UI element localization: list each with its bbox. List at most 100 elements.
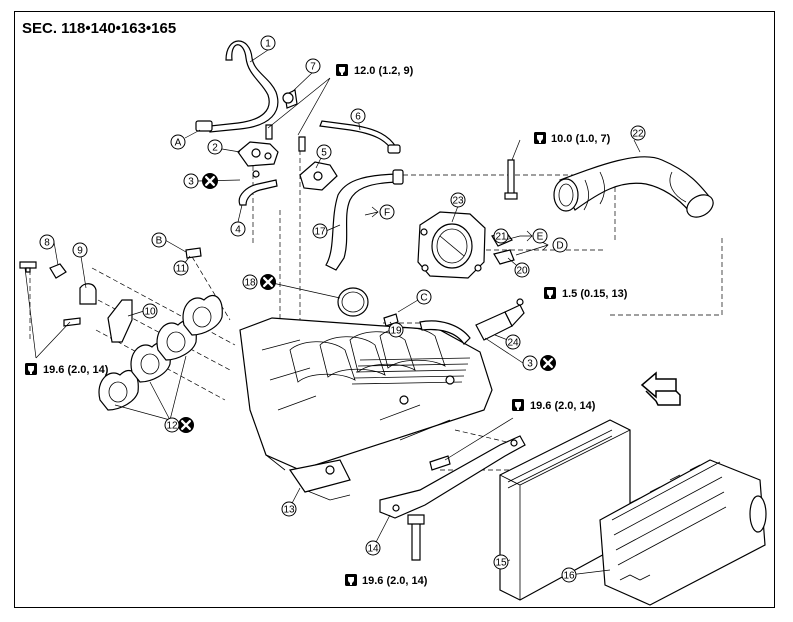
air-filter-15 (499, 419, 631, 601)
torque-spec-6: 19.6 (2.0, 14) (345, 574, 428, 587)
torque-value: 10.0 (1.0, 7) (551, 133, 611, 145)
callout-8: 8 (39, 234, 55, 250)
hose-17 (325, 169, 404, 271)
svg-text:15: 15 (495, 558, 507, 569)
hose-c-connection (419, 320, 471, 345)
svg-text:6: 6 (355, 112, 361, 123)
hose-4 (238, 170, 278, 206)
torque-spec-5: 19.6 (2.0, 14) (512, 399, 596, 412)
letter-b: B (151, 232, 167, 248)
svg-text:8: 8 (44, 238, 50, 249)
torque-value: 19.6 (2.0, 14) (362, 575, 428, 587)
letter-d: D (552, 237, 568, 253)
svg-text:5: 5 (321, 148, 327, 159)
callout-1: 1 (260, 35, 276, 51)
callout-18: 18 (242, 274, 258, 290)
callout-4: 4 (230, 221, 246, 237)
callout-17: 17 (312, 223, 328, 239)
letter-e: E (532, 228, 548, 244)
bolts-8-9-10 (19, 261, 133, 343)
throttle-body-23 (417, 211, 486, 279)
torque-value: 19.6 (2.0, 14) (43, 364, 109, 376)
callout-2: 2 (207, 139, 223, 155)
throttle-bolt (504, 159, 518, 200)
letter-f: F (379, 204, 395, 220)
bolt-11 (185, 247, 202, 259)
callout-23: 23 (450, 192, 466, 208)
hose-clamp-18 (337, 287, 369, 317)
callout-12: 12 (164, 417, 180, 433)
gaskets-12 (98, 295, 223, 411)
callout-22: 22 (630, 125, 646, 141)
hose-1 (195, 40, 279, 133)
torque-value: 19.6 (2.0, 14) (530, 400, 596, 412)
do-not-reuse-icon (176, 415, 196, 435)
svg-text:12: 12 (166, 421, 178, 432)
callout-11: 11 (173, 260, 189, 276)
torque-spec-4: 19.6 (2.0, 14) (25, 363, 109, 376)
svg-text:19: 19 (390, 326, 402, 337)
callout-19: 19 (388, 322, 404, 338)
intake-manifold (239, 317, 493, 501)
callout-3a: 3 (183, 173, 199, 189)
bracket-5 (299, 161, 338, 191)
letter-a: A (170, 134, 186, 150)
callout-7: 7 (305, 58, 321, 74)
do-not-reuse-icon (258, 272, 278, 292)
svg-text:F: F (384, 208, 390, 219)
callout-24: 24 (505, 334, 521, 350)
air-cleaner-case-16 (599, 459, 767, 606)
svg-text:7: 7 (310, 62, 316, 73)
svg-text:1: 1 (265, 39, 271, 50)
diagram-frame (14, 11, 775, 608)
svg-text:D: D (556, 241, 563, 252)
svg-text:14: 14 (367, 544, 379, 555)
do-not-reuse-icon (538, 353, 558, 373)
svg-text:20: 20 (516, 266, 528, 277)
svg-text:2: 2 (212, 143, 218, 154)
svg-text:17: 17 (314, 227, 326, 238)
torque-spec-1: 12.0 (1.2, 9) (336, 64, 414, 77)
callout-9: 9 (72, 242, 88, 258)
svg-text:13: 13 (283, 505, 295, 516)
svg-text:4: 4 (235, 225, 241, 236)
vacuum-bracket-2 (237, 89, 306, 167)
sensor-24 (475, 298, 525, 341)
svg-text:21: 21 (495, 232, 507, 243)
torque-wrench-icon (534, 132, 546, 144)
callout-16: 16 (561, 567, 577, 583)
torque-wrench-icon (544, 287, 556, 299)
callout-15: 15 (493, 554, 509, 570)
torque-wrench-icon (25, 363, 37, 375)
callout-5: 5 (316, 144, 332, 160)
svg-text:A: A (175, 138, 182, 149)
letter-c: C (416, 289, 432, 305)
torque-value: 1.5 (0.15, 13) (562, 288, 628, 300)
torque-wrench-icon (512, 399, 524, 411)
direction-arrows (164, 129, 549, 313)
do-not-reuse-icon (200, 171, 220, 191)
svg-text:24: 24 (507, 338, 519, 349)
callout-3b: 3 (522, 355, 538, 371)
torque-spec-2: 10.0 (1.0, 7) (534, 132, 611, 145)
svg-text:11: 11 (176, 264, 187, 275)
bolt-bottom (407, 455, 451, 561)
hose-6 (319, 120, 401, 154)
svg-text:9: 9 (77, 246, 83, 257)
svg-text:23: 23 (452, 196, 464, 207)
torque-spec-3: 1.5 (0.15, 13) (544, 287, 628, 300)
svg-text:E: E (537, 232, 544, 243)
svg-text:16: 16 (563, 571, 575, 582)
svg-text:18: 18 (244, 278, 256, 289)
callout-21: 21 (493, 228, 509, 244)
svg-text:C: C (420, 293, 427, 304)
torque-wrench-icon (345, 574, 357, 586)
bracket-14 (379, 435, 526, 519)
torque-value: 12.0 (1.2, 9) (354, 65, 414, 77)
callout-10: 10 (142, 303, 158, 319)
air-duct-22 (553, 156, 714, 218)
callout-6: 6 (350, 108, 366, 124)
callout-14: 14 (365, 540, 381, 556)
section-title: SEC. 118•140•163•165 (22, 20, 177, 37)
